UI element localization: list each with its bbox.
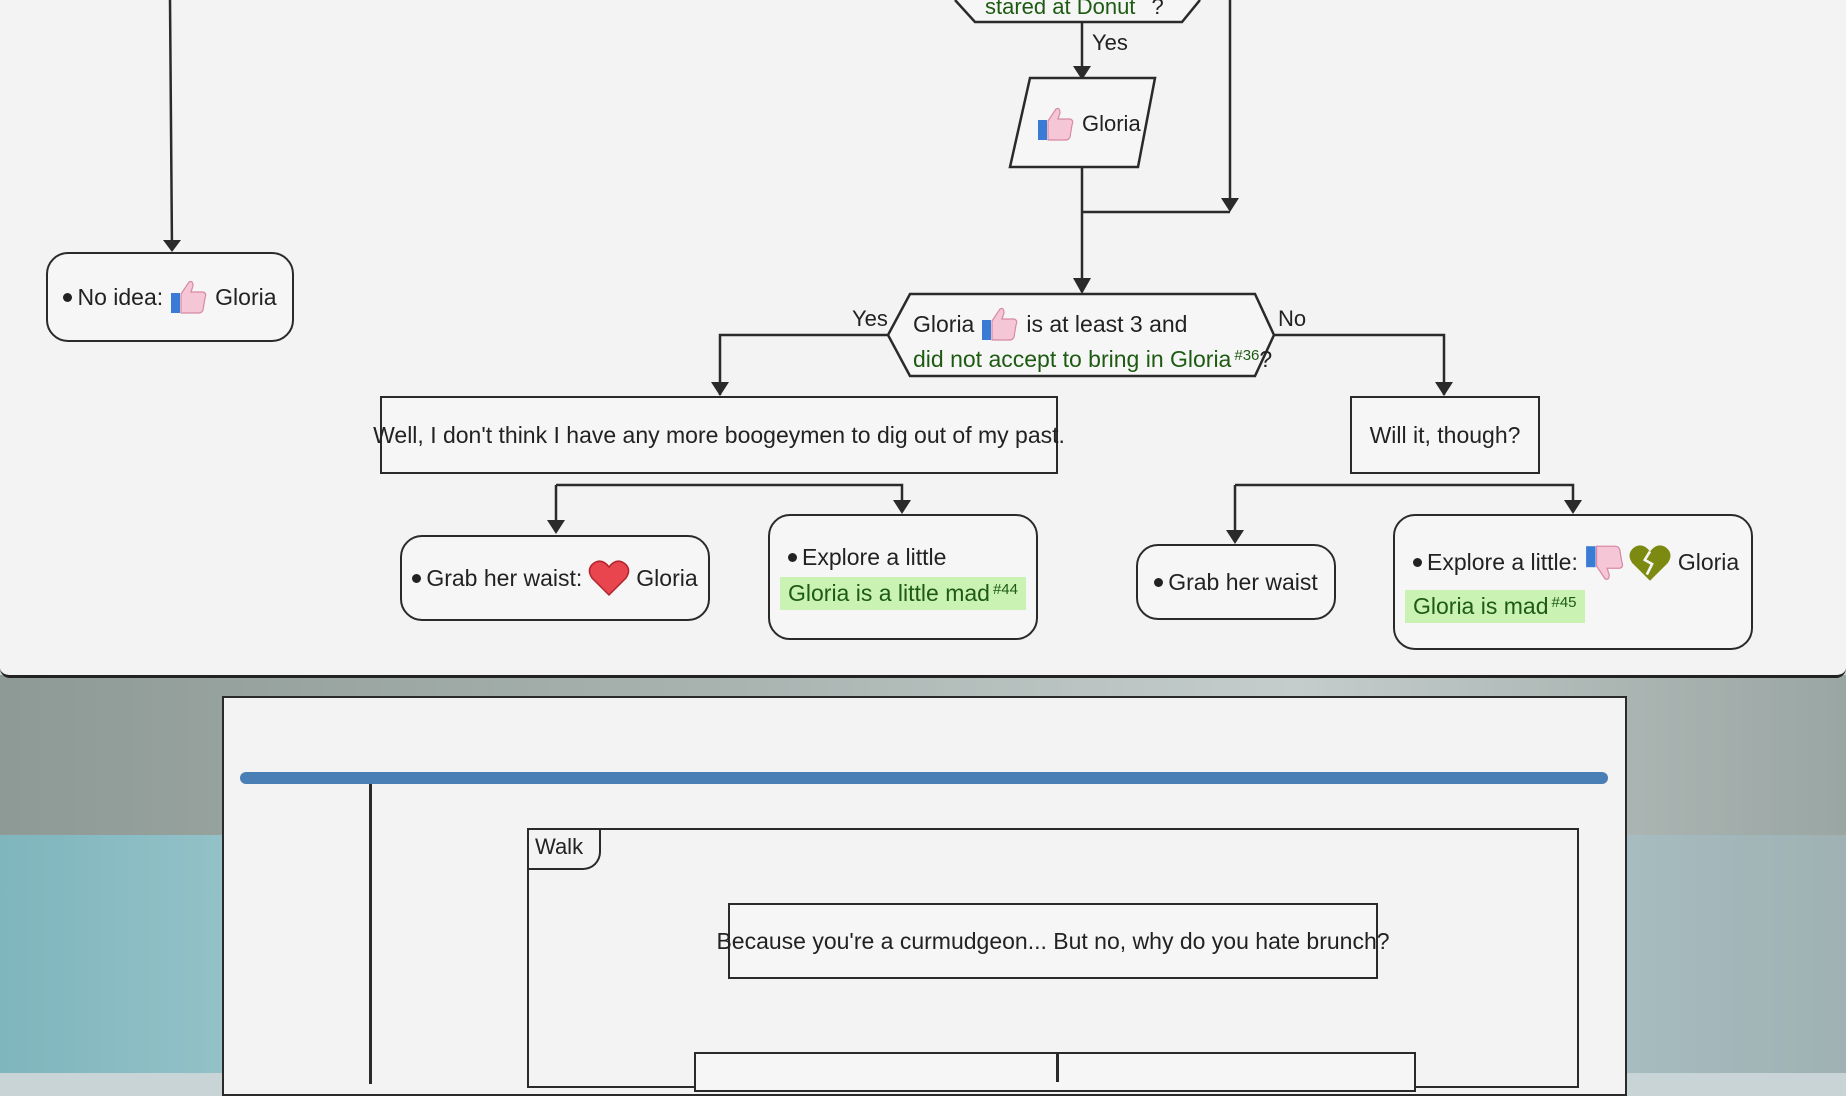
text-node-curmudgeon[interactable]: Because you're a curmudgeon... But no, w… bbox=[716, 903, 1390, 979]
decision-question-mark: ? bbox=[1259, 346, 1273, 372]
no-idea-label: No idea: bbox=[77, 283, 164, 310]
bullet bbox=[1413, 558, 1422, 567]
decision-node[interactable]: Gloria is at least 3 and did not accept … bbox=[913, 304, 1272, 373]
text-node-will-it[interactable]: Will it, though? bbox=[1350, 396, 1540, 474]
text-node-boogeymen-label: Well, I don't think I have any more boog… bbox=[373, 421, 1065, 448]
choice-label: Grab her waist: bbox=[426, 564, 583, 591]
thumbs-up-icon bbox=[171, 280, 207, 314]
choice-label: Explore a little: bbox=[1427, 549, 1578, 575]
broken-heart-icon bbox=[1629, 544, 1671, 581]
choice-explore-little[interactable]: Explore a little Gloria is a little mad#… bbox=[768, 514, 1038, 640]
edge-label-no-right: No bbox=[1278, 306, 1307, 331]
thumbs-down-icon bbox=[1585, 545, 1623, 580]
edge-label-yes-left: Yes bbox=[852, 306, 888, 331]
bottom-panel bbox=[222, 696, 1627, 1096]
choice-grab-waist-heart[interactable]: Grab her waist: Gloria bbox=[400, 535, 710, 621]
thumbs-up-icon bbox=[1038, 107, 1074, 141]
text-node-will-it-label: Will it, though? bbox=[1369, 421, 1521, 448]
decision-prefix: Gloria bbox=[913, 310, 975, 337]
choice-no-idea[interactable]: No idea: Gloria bbox=[46, 252, 294, 342]
choice-target: Gloria bbox=[636, 564, 698, 591]
flowchart-wires bbox=[163, 0, 1582, 544]
bullet bbox=[788, 553, 797, 562]
bullet bbox=[1154, 577, 1164, 587]
decision-condition: did not accept to bring in Gloria bbox=[913, 346, 1232, 372]
note-ref: #44 bbox=[992, 581, 1018, 598]
vertical-divider bbox=[369, 784, 372, 1084]
accent-bar bbox=[240, 772, 1608, 784]
choice-line: Explore a little bbox=[788, 544, 946, 571]
decision-line-2: did not accept to bring in Gloria#36? bbox=[913, 346, 1272, 373]
choice-label: Grab her waist bbox=[1168, 568, 1318, 595]
choice-line: Explore a little: Gloria bbox=[1413, 542, 1739, 584]
decision-suffix: is at least 3 and bbox=[1026, 310, 1188, 337]
decision-line-1: Gloria is at least 3 and bbox=[913, 304, 1272, 344]
note-text: Gloria is a little mad bbox=[788, 580, 990, 606]
decision-ref: #36 bbox=[1234, 347, 1260, 364]
partial-node-divider bbox=[1056, 1052, 1059, 1082]
walk-tab[interactable]: Walk bbox=[527, 828, 601, 870]
text-node-boogeymen[interactable]: Well, I don't think I have any more boog… bbox=[373, 396, 1065, 474]
note-ref: #45 bbox=[1551, 593, 1577, 611]
no-idea-target: Gloria bbox=[215, 283, 277, 310]
gloria-like-label: Gloria bbox=[1082, 111, 1141, 136]
top-fragment-suffix: ? bbox=[1151, 0, 1164, 19]
note-highlight: Gloria is a little mad#44 bbox=[780, 577, 1026, 610]
partial-node-bottom bbox=[694, 1052, 1416, 1092]
thumbs-up-icon bbox=[982, 307, 1018, 341]
top-fragment-label: stared at Donut bbox=[985, 0, 1136, 19]
note-text: Gloria is mad bbox=[1413, 592, 1549, 619]
choice-explore-thumbs-down[interactable]: Explore a little: Gloria Gloria is mad#4… bbox=[1393, 514, 1753, 650]
top-fragment-text: stared at Donut? bbox=[985, 0, 1164, 20]
bullet bbox=[412, 573, 422, 583]
edge-label-yes-top: Yes bbox=[1092, 30, 1128, 55]
gloria-like-node[interactable]: Gloria bbox=[1030, 104, 1141, 144]
choice-grab-waist[interactable]: Grab her waist bbox=[1136, 544, 1336, 620]
choice-target: Gloria bbox=[1677, 549, 1740, 575]
text-node-curmudgeon-label: Because you're a curmudgeon... But no, w… bbox=[716, 927, 1390, 954]
note-highlight: Gloria is mad#45 bbox=[1405, 589, 1585, 623]
heart-icon bbox=[589, 560, 630, 597]
bullet bbox=[63, 292, 73, 302]
choice-label: Explore a little bbox=[802, 544, 947, 570]
